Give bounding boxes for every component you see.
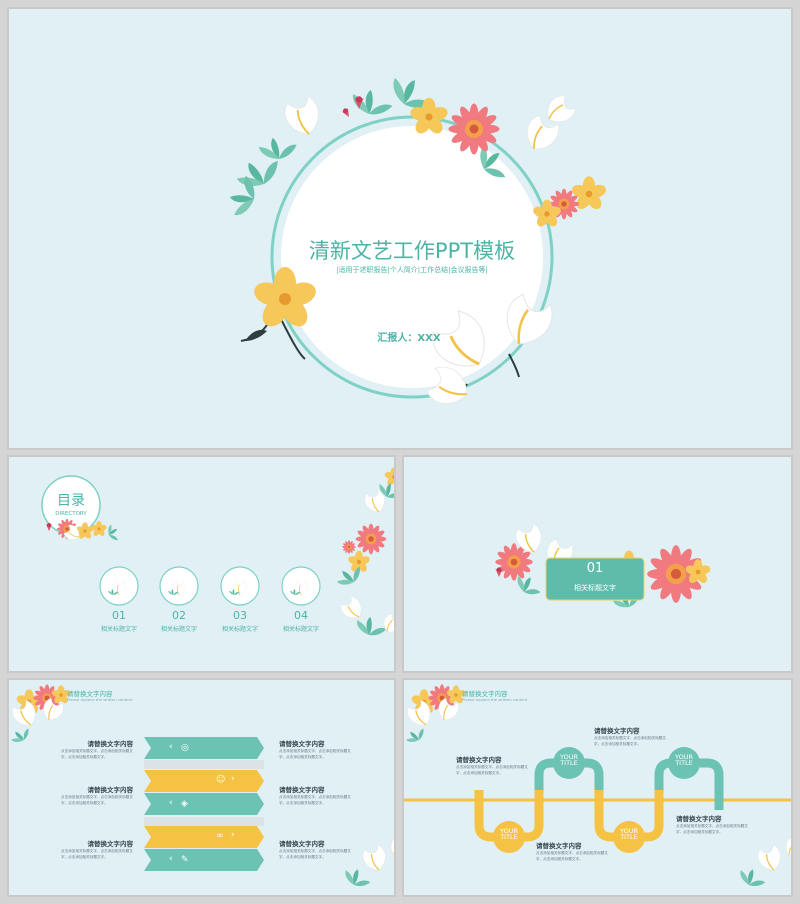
slide-title: 请替换文字内容 [67,690,113,698]
toc-item-label: 相关标题文字 [100,626,137,633]
timeline-text-4: 请替换文字内容 点击添加相关标题文字，点击添加相关标题文字，点击添加相关标题文字… [676,813,748,835]
block-heading: 请替换文字内容 [594,727,640,735]
toc-item-label: 相关标题文字 [282,626,319,633]
text-block-right-2: 请替换文字内容 点击添加相关标题文字，点击添加相关标题文字，点击添加相关标题文字… [279,784,351,806]
block-heading: 请替换文字内容 [536,842,582,850]
block-body: 点击添加相关标题文字，点击添加相关标题文字，点击添加相关标题文字。 [676,824,748,834]
block-body: 点击添加相关标题文字，点击添加相关标题文字，点击添加相关标题文字。 [61,749,133,759]
chevron-left-icon: ‹ [169,798,173,808]
arrow-list-graphic [9,684,394,890]
toc-item-number: 03 [233,609,247,622]
toc-item-3[interactable]: 03 相关标题文字 [218,609,262,633]
block-heading: 请替换文字内容 [87,740,134,748]
text-block-left-3: 请替换文字内容 点击添加相关标题文字，点击添加相关标题文字，点击添加相关标题文字… [61,838,133,860]
timeline-node-4: YOUR TITLE [619,827,638,841]
toc-item-label: 相关标题文字 [160,626,197,633]
block-heading: 请替换文字内容 [456,756,502,764]
timeline-node-2: YOUR TITLE [674,753,693,767]
block-body: 点击添加相关标题文字，点击添加相关标题文字，点击添加相关标题文字。 [61,849,133,859]
slide-subtitle: Please replace the written content [462,697,528,702]
block-body: 点击添加相关标题文字，点击添加相关标题文字，点击添加相关标题文字。 [61,795,133,805]
content-slide-arrows[interactable]: ‹ ◎ ☺ › ‹ ◈ ∞ › ‹ ✎ 请替换文字内容 Please repla… [7,678,396,897]
smiley-icon: ☺ [216,775,226,785]
timeline-node-3: YOUR TITLE [499,827,518,841]
section-slide[interactable]: 01 相关标题文字 [402,455,793,673]
text-block-left-2: 请替换文字内容 点击添加相关标题文字，点击添加相关标题文字，点击添加相关标题文字… [61,784,133,806]
toc-decoration [41,467,394,638]
toc-item-1[interactable]: 01 相关标题文字 [97,609,141,633]
chevron-left-icon: ‹ [169,742,173,752]
section-label: 相关标题文字 [574,584,616,592]
timeline-text-2: 请替换文字内容 点击添加相关标题文字，点击添加相关标题文字，点击添加相关标题文字… [594,725,666,747]
block-body: 点击添加相关标题文字，点击添加相关标题文字，点击添加相关标题文字。 [456,765,528,775]
block-body: 点击添加相关标题文字，点击添加相关标题文字，点击添加相关标题文字。 [279,749,351,759]
text-block-right-3: 请替换文字内容 点击添加相关标题文字，点击添加相关标题文字，点击添加相关标题文字… [279,838,351,860]
globe-icon: ◎ [181,743,189,753]
block-heading: 请替换文字内容 [279,840,325,848]
content-slide-timeline[interactable]: YOUR TITLE YOUR TITLE YOUR TITLE YOUR TI… [402,678,793,897]
timeline-node-1: YOUR TITLE [559,753,578,767]
toc-item-number: 02 [172,609,186,622]
chart-icon: ◈ [181,799,188,809]
toc-item-2[interactable]: 02 相关标题文字 [157,609,201,633]
text-block-right-1: 请替换文字内容 点击添加相关标题文字，点击添加相关标题文字，点击添加相关标题文字… [279,738,351,760]
slide-title: 请替换文字内容 [462,690,508,698]
chevron-right-icon: › [231,774,235,784]
block-body: 点击添加相关标题文字，点击添加相关标题文字，点击添加相关标题文字。 [536,851,608,861]
cover-reporter: 汇报人：XXX [377,333,441,344]
cover-subtitle: |适用于述职报告|个人简介|工作总结|会议报告等| [336,266,488,274]
cover-title: 清新文艺工作PPT模板 [308,239,516,263]
cover-floral-wreath [227,71,608,412]
toc-title-en: DIRECTORY [55,511,87,517]
block-heading: 请替换文字内容 [676,815,722,823]
toc-slide[interactable]: 目录 DIRECTORY 01 相关标题文字 02 相关标题文字 03 相关标题… [7,455,396,673]
timeline-text-1: 请替换文字内容 点击添加相关标题文字，点击添加相关标题文字，点击添加相关标题文字… [456,754,528,776]
timeline-graphic [404,684,791,890]
toc-item-number: 04 [294,609,308,622]
block-body: 点击添加相关标题文字，点击添加相关标题文字，点击添加相关标题文字。 [279,849,351,859]
timeline-text-3: 请替换文字内容 点击添加相关标题文字，点击添加相关标题文字，点击添加相关标题文字… [536,840,608,862]
chevron-right-icon: › [231,830,235,840]
block-heading: 请替换文字内容 [87,786,134,794]
toc-title: 目录 [57,493,85,509]
toc-item-number: 01 [112,609,126,622]
toc-item-label: 相关标题文字 [221,626,258,633]
block-body: 点击添加相关标题文字，点击添加相关标题文字，点击添加相关标题文字。 [594,736,666,746]
section-floral-decoration [495,521,712,612]
block-heading: 请替换文字内容 [87,840,134,848]
pen-icon: ✎ [181,855,189,865]
slide-subtitle: Please replace the written content [67,697,133,702]
block-body: 点击添加相关标题文字，点击添加相关标题文字，点击添加相关标题文字。 [279,795,351,805]
block-heading: 请替换文字内容 [279,740,325,748]
section-number: 01 [586,561,604,576]
toc-item-4[interactable]: 04 相关标题文字 [279,609,323,633]
link-icon: ∞ [216,831,224,841]
block-heading: 请替换文字内容 [279,786,325,794]
chevron-left-icon: ‹ [169,854,173,864]
cover-slide[interactable]: 清新文艺工作PPT模板 |适用于述职报告|个人简介|工作总结|会议报告等| 汇报… [7,7,793,450]
text-block-left-1: 请替换文字内容 点击添加相关标题文字，点击添加相关标题文字，点击添加相关标题文字… [61,738,133,760]
